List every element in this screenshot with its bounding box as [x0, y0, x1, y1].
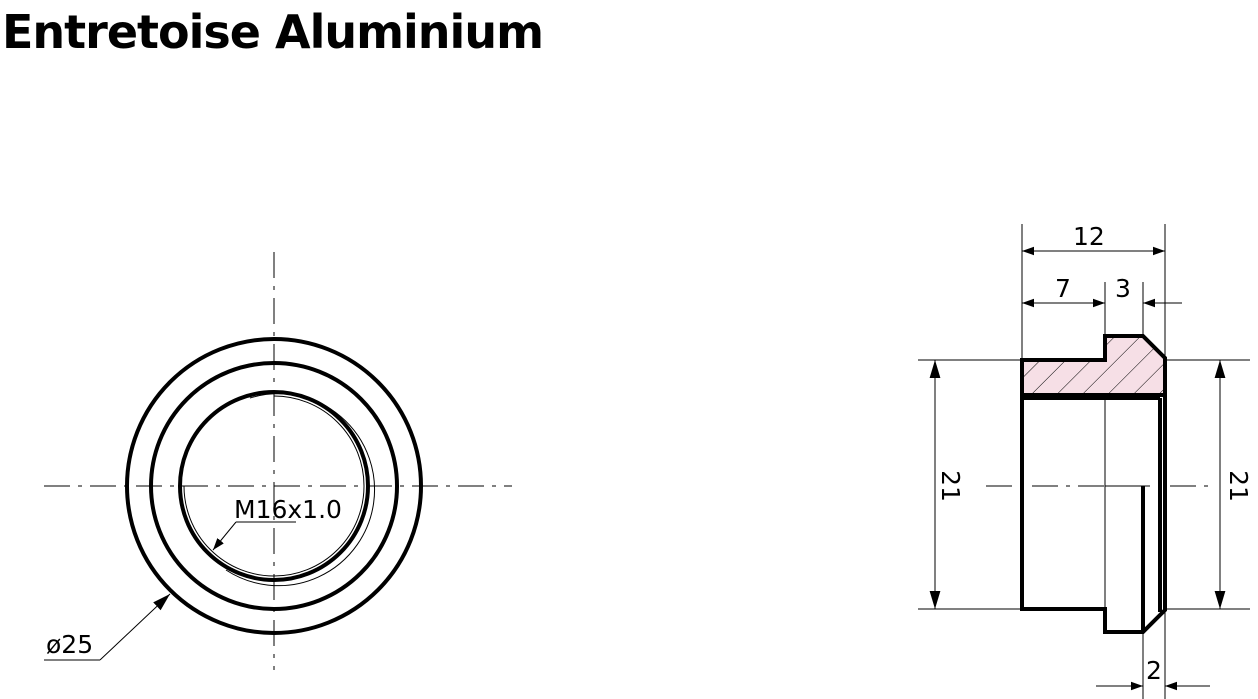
thread-major-arc-outer: [225, 393, 376, 587]
diameter-leader-arrow: [99, 593, 171, 661]
thread-major-arc: [183, 395, 365, 577]
side-view: 12 7 3 21 21 2: [918, 222, 1253, 699]
section-hatch: [1020, 334, 1167, 397]
page-title: Entretoise Aluminium: [2, 5, 544, 59]
outer-diameter-circle: [125, 337, 423, 635]
front-view: M16x1.0 ø25: [44, 252, 512, 670]
dim-12-label: 12: [1073, 222, 1105, 251]
dim-2-label: 2: [1146, 656, 1162, 685]
dim-7-label: 7: [1055, 274, 1071, 303]
thread-leader-arrow: [212, 521, 237, 551]
body-outline: [1020, 395, 1167, 634]
diameter-label: ø25: [46, 630, 93, 659]
dim-21-right-label: 21: [1224, 470, 1253, 502]
thread-minor-circle: [178, 390, 370, 582]
dim-3-label: 3: [1115, 274, 1131, 303]
thread-label: M16x1.0: [234, 495, 342, 524]
inner-ring-circle: [149, 361, 399, 611]
dim-21-left-label: 21: [936, 470, 965, 502]
